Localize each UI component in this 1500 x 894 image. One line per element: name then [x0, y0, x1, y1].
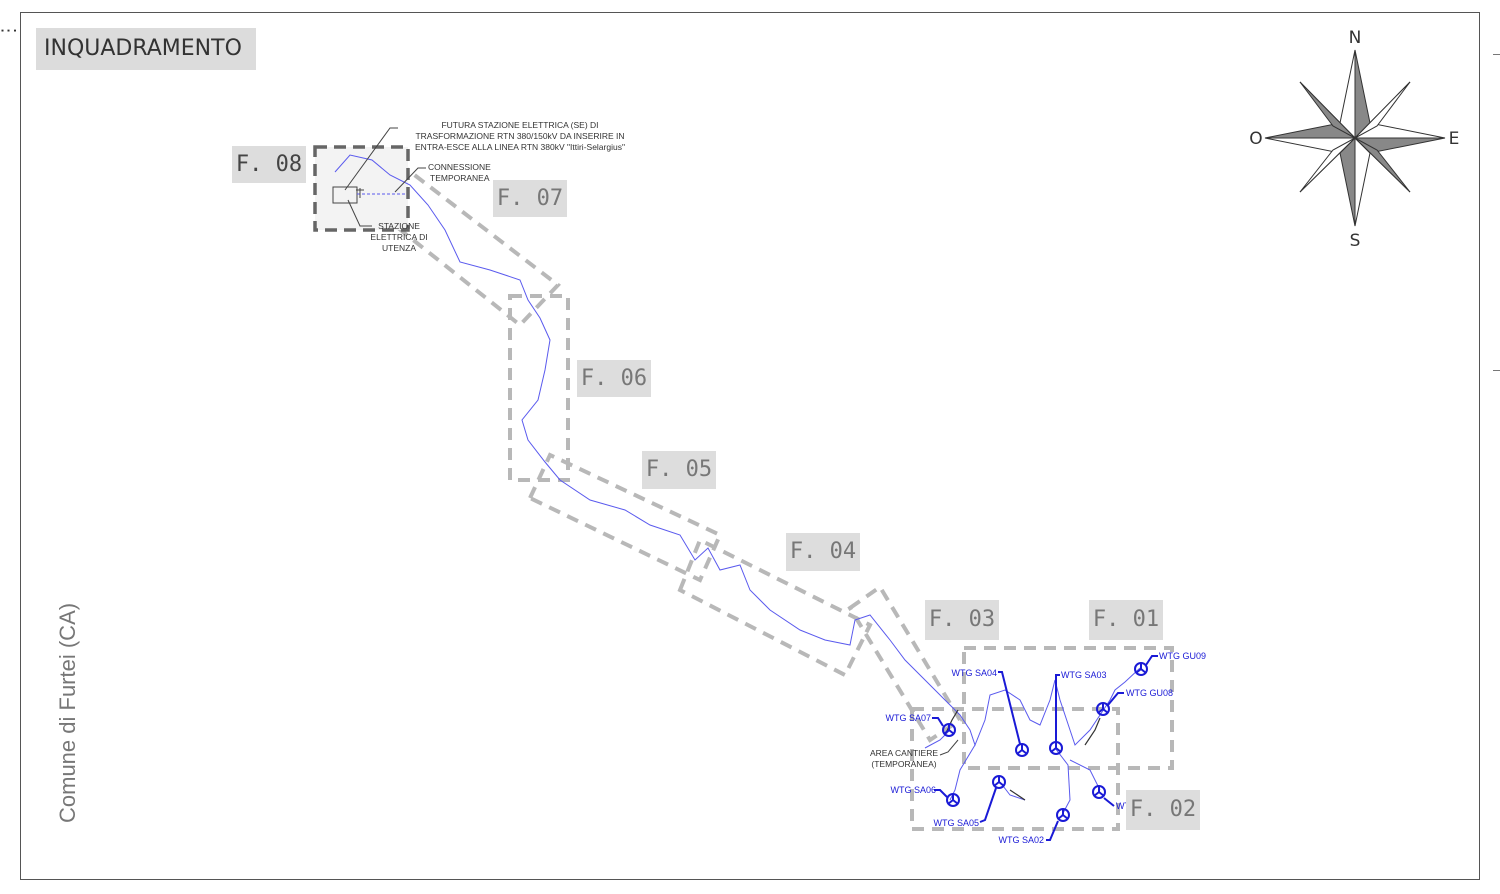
turbine-gu08-label: WTG GU08: [1126, 688, 1173, 698]
compass-rose-icon: [1264, 49, 1446, 227]
leader-site-area: [939, 739, 959, 756]
turbine-gu08-icon: [1096, 692, 1124, 716]
cable-route: [334, 154, 1141, 747]
leader-connection: [394, 167, 426, 193]
sheet-frame-f08: [313, 145, 410, 232]
turbine-sa04-icon: [998, 671, 1029, 757]
turbine-gu09-icon: [1134, 655, 1158, 676]
compass-south: S: [1350, 231, 1361, 251]
leader-future-station: [344, 127, 398, 191]
sheet-label-f04: F. 04: [786, 533, 860, 571]
turbine-sa01-icon: [1092, 785, 1115, 807]
sheet-frame-f04: [677, 537, 873, 678]
edge-tick: [1493, 370, 1500, 371]
sheet-frame-f05: [527, 452, 723, 583]
turbine-sa04-label: WTG SA04: [951, 668, 997, 678]
sheet-label-f05: F. 05: [642, 451, 716, 489]
turbine-sa02-label: WTG SA02: [998, 835, 1044, 845]
sheet-frame-f03: [847, 584, 963, 743]
user-station-icon: [332, 186, 358, 204]
turbine-sa07-label: WTG SA07: [885, 713, 931, 723]
compass-west: O: [1249, 129, 1262, 149]
map-frame: [20, 12, 1480, 880]
site-area-label: AREA CANTIERE(TEMPORANEA): [870, 748, 938, 769]
compass-east: E: [1449, 129, 1460, 149]
turbine-sa05-icon: [979, 775, 1006, 823]
turbine-sa03-label: WTG SA03: [1061, 670, 1107, 680]
compass-north: N: [1349, 28, 1362, 48]
turbine-sa05-label: WTG SA05: [933, 818, 979, 828]
edge-tick: [1493, 54, 1500, 55]
turbine-sa06-icon: [934, 789, 960, 807]
turbine-sa07-icon: [932, 717, 956, 737]
sheet-label-f01: F. 01: [1089, 600, 1163, 640]
sheet-frame-f02: [910, 707, 1120, 831]
sheet-label-f08: F. 08: [232, 146, 306, 183]
page-title: INQUADRAMENTO: [36, 28, 256, 70]
sheet-label-f03: F. 03: [925, 600, 999, 640]
turbine-sa06-label: WTG SA06: [890, 785, 936, 795]
leader-user-station: [347, 199, 372, 227]
sheet-frame-f07: [375, 167, 561, 328]
turbine-sa02-icon: [1046, 808, 1070, 841]
sheet-label-f06: F. 06: [577, 360, 651, 397]
sheet-label-f02: F. 02: [1126, 790, 1200, 830]
cable-route: [944, 709, 1101, 801]
cable-route: [924, 729, 1101, 816]
turbine-gu09-label: WTG GU09: [1159, 651, 1206, 661]
sheet-label-f07: F. 07: [493, 180, 567, 217]
turbine-sa03-icon: [1049, 674, 1063, 755]
sheet-frame-f06: [508, 294, 570, 482]
